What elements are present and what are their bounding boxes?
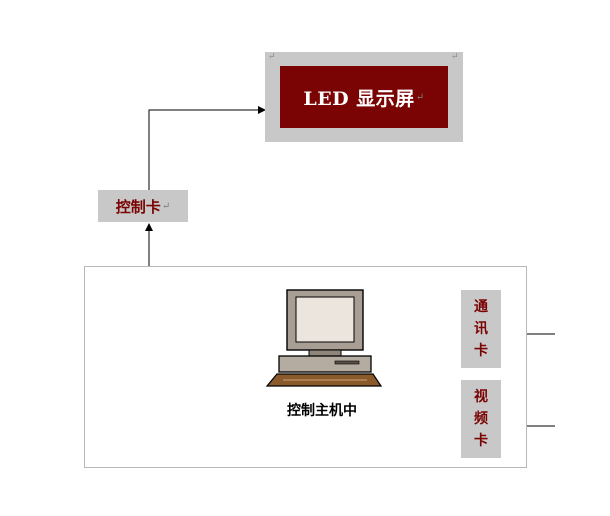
paragraph-mark-icon: ↵	[161, 200, 171, 212]
arrow-controlcard-to-led	[148, 106, 266, 190]
paragraph-mark-icon: ↵	[451, 52, 459, 62]
led-display-label: LED 显示屏	[303, 87, 415, 110]
comm-card-box: 通 讯 卡	[461, 290, 501, 368]
host-label: 控制主机中	[287, 403, 357, 419]
computer-icon	[265, 289, 383, 387]
video-card-box: 视 频 卡	[461, 380, 501, 458]
control-card-box: 控制卡↵	[98, 190, 188, 222]
video-card-char: 视	[474, 389, 488, 405]
led-display-panel: LED 显示屏↵	[280, 66, 448, 128]
paragraph-mark-icon: ↵	[415, 91, 425, 103]
comm-card-char: 讯	[474, 321, 488, 337]
video-card-char: 频	[474, 411, 488, 427]
control-card-label: 控制卡	[115, 197, 161, 216]
video-card-char: 卡	[474, 433, 488, 449]
comm-card-char: 卡	[474, 343, 488, 359]
comm-card-char: 通	[474, 299, 488, 315]
paragraph-mark-icon: ↵	[268, 52, 276, 62]
